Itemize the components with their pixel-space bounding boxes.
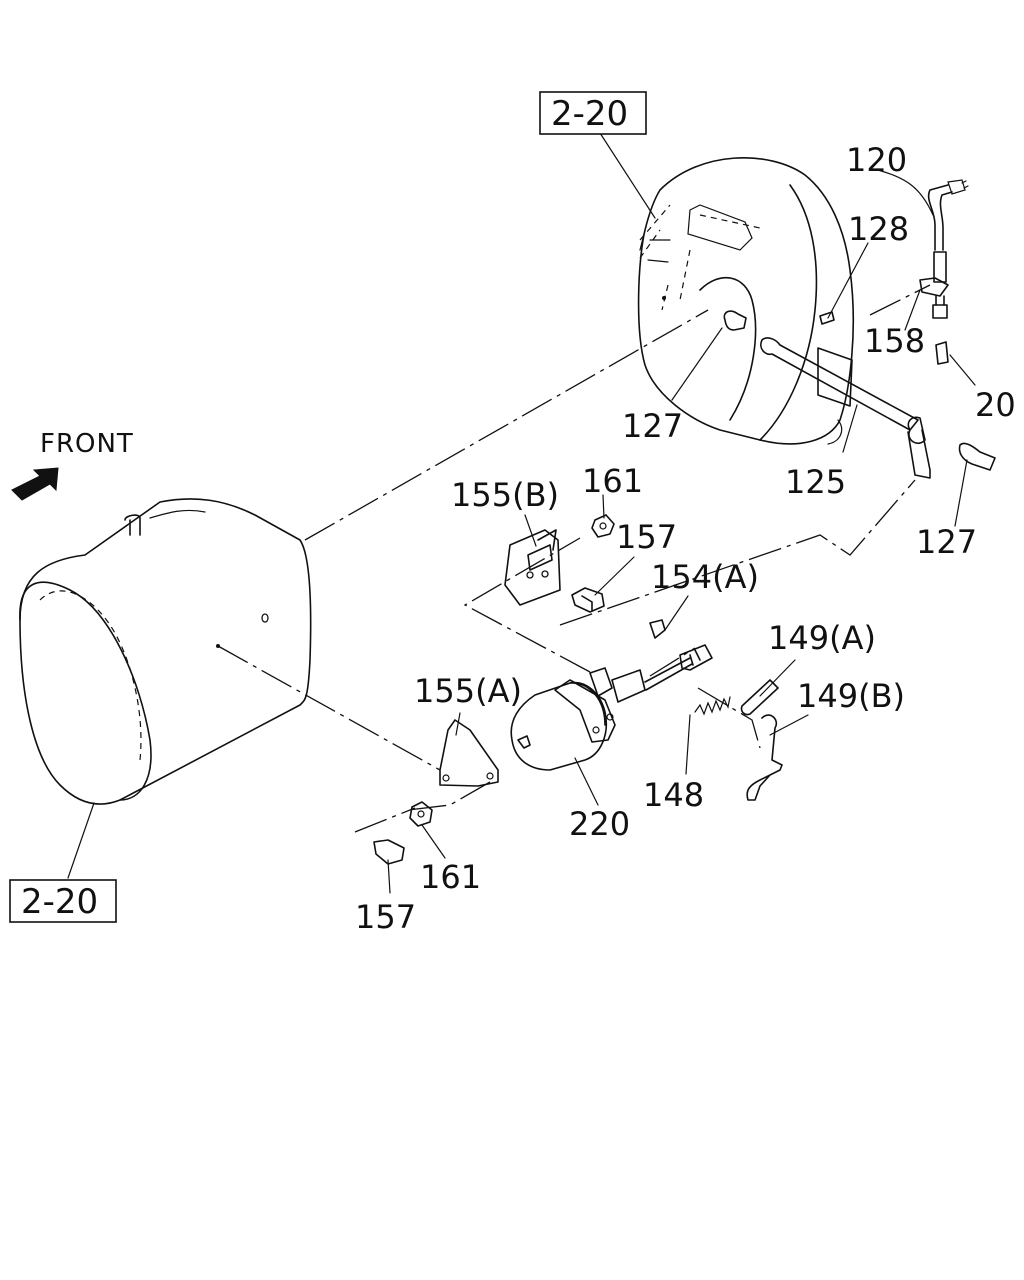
callout-127-right[interactable]: 127 <box>916 523 977 561</box>
cylinder-body <box>19 498 312 805</box>
ref-box-bottom[interactable]: 2-20 <box>9 879 117 923</box>
callout-125[interactable]: 125 <box>785 463 846 501</box>
callout-158[interactable]: 158 <box>864 322 925 360</box>
assembly-lines <box>217 284 931 833</box>
callout-148[interactable]: 148 <box>643 776 704 814</box>
callout-149a[interactable]: 149(A) <box>768 619 876 657</box>
callout-155a[interactable]: 155(A) <box>414 672 522 710</box>
callout-161-lower[interactable]: 161 <box>420 858 481 896</box>
callout-149b[interactable]: 149(B) <box>797 677 905 715</box>
leader-lines <box>67 132 976 894</box>
shaft-125 <box>723 310 996 479</box>
pipe-120 <box>919 179 969 365</box>
ref-label-bottom: 2-20 <box>21 882 98 922</box>
callout-120[interactable]: 120 <box>846 141 907 179</box>
transmission-housing <box>637 157 855 445</box>
callout-161-upper[interactable]: 161 <box>582 462 643 500</box>
callout-157-lower[interactable]: 157 <box>355 898 416 936</box>
ref-label-top: 2-20 <box>551 94 628 134</box>
bracket-155a <box>373 719 499 865</box>
callout-157-upper[interactable]: 157 <box>616 518 677 556</box>
front-label: FRONT <box>40 429 134 459</box>
callout-128[interactable]: 128 <box>848 210 909 248</box>
servo-220 <box>510 619 713 771</box>
ref-box-top[interactable]: 2-20 <box>539 91 647 135</box>
front-indicator: FRONT <box>11 429 134 501</box>
callout-155b[interactable]: 155(B) <box>451 476 559 514</box>
bracket-155b <box>504 514 615 613</box>
callout-220[interactable]: 220 <box>569 805 630 843</box>
callout-20[interactable]: 20 <box>975 386 1016 424</box>
spring-levers <box>694 679 783 801</box>
callout-154a[interactable]: 154(A) <box>651 558 759 596</box>
callouts: 120 128 158 20 127 125 127 161 155(B) 15… <box>355 141 1016 936</box>
callout-127-upper[interactable]: 127 <box>622 407 683 445</box>
front-arrow-icon <box>11 467 59 501</box>
